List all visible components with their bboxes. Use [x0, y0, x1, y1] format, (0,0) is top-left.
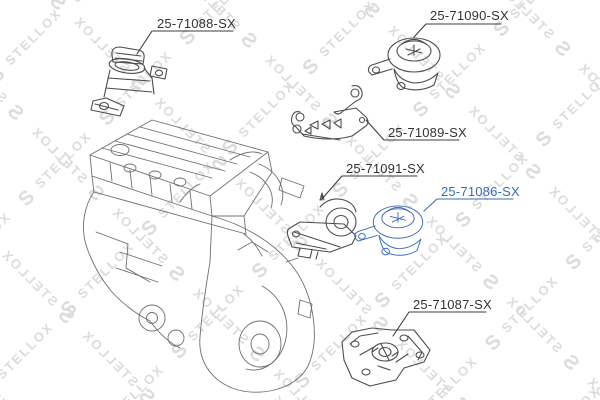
part-label-25-71087-sx: 25-71087-SX: [413, 297, 492, 312]
mount-25-71087-drawing: [341, 327, 431, 387]
part-label-25-71088-sx: 25-71088-SX: [157, 16, 236, 31]
mount-25-71091-drawing: [286, 192, 357, 260]
engine-drawing: [83, 119, 315, 393]
part-label-25-71091-sx: 25-71091-SX: [346, 161, 425, 176]
part-label-25-71089-sx: 25-71089-SX: [388, 125, 467, 140]
leader-lines: [136, 23, 514, 337]
mount-25-71089-drawing: [290, 85, 369, 141]
mount-25-71090-drawing: [367, 37, 441, 91]
mount-25-71086-drawing-highlighted: [354, 205, 424, 256]
part-label-25-71086-sx-highlighted[interactable]: 25-71086-SX: [441, 184, 520, 199]
mount-25-71088-drawing: [90, 46, 168, 117]
part-label-25-71090-sx: 25-71090-SX: [430, 8, 509, 23]
